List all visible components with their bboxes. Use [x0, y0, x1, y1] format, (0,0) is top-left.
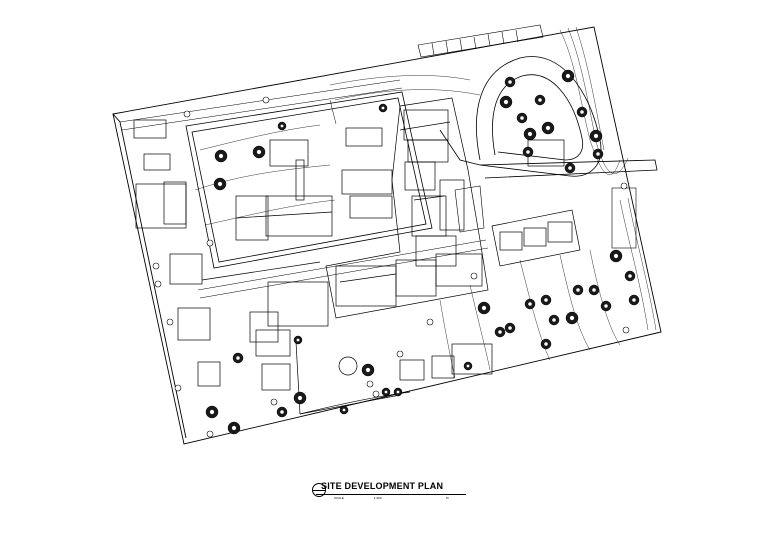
tree-trunk-mark	[593, 133, 599, 139]
tree-trunk-mark	[209, 409, 215, 415]
tree-trunk-mark	[280, 410, 284, 414]
site-markers	[152, 96, 630, 438]
tree-trunk-mark	[526, 150, 530, 154]
scale-label: SCALE	[334, 496, 344, 500]
tree-trunk-mark	[396, 390, 400, 394]
scale-unit: M	[446, 496, 449, 500]
tree-trunk-mark	[342, 408, 346, 412]
tree-trunk-mark	[503, 99, 509, 105]
courtyard-buildings	[235, 127, 383, 241]
main-courtyard	[185, 91, 433, 269]
tree-trunk-mark	[231, 425, 237, 431]
tree-trunk-mark	[596, 152, 600, 156]
title-marker-icon	[312, 483, 326, 497]
tree-trunk-mark	[528, 302, 532, 306]
walkways	[119, 79, 489, 299]
drawing-title-block: SITE DEVELOPMENT PLAN SCALE 1:400 M	[312, 481, 466, 503]
tree-trunk-mark	[384, 390, 388, 394]
tree-group	[205, 69, 640, 435]
tree-trunk-mark	[545, 125, 551, 131]
tree-trunk-mark	[280, 124, 284, 128]
tree-trunk-mark	[520, 116, 524, 120]
tree-trunk-mark	[498, 330, 502, 334]
contour-lines	[194, 26, 657, 379]
tree-trunk-mark	[217, 181, 223, 187]
tree-trunk-mark	[565, 73, 571, 79]
tree-trunk-mark	[604, 304, 608, 308]
east-parking	[454, 185, 637, 249]
tree-trunk-mark	[256, 149, 262, 155]
tree-trunk-mark	[613, 253, 619, 259]
top-parking-strip	[417, 24, 544, 58]
tree-trunk-mark	[552, 318, 556, 322]
tree-trunk-mark	[628, 274, 632, 278]
central-building	[325, 97, 489, 319]
tree-trunk-mark	[538, 98, 542, 102]
tree-trunk-mark	[218, 153, 224, 159]
tree-trunk-mark	[236, 356, 240, 360]
tree-trunk-mark	[568, 166, 572, 170]
tree-trunk-mark	[365, 367, 371, 373]
tree-trunk-mark	[466, 364, 470, 368]
south-structures	[295, 341, 493, 415]
tree-trunk-mark	[576, 288, 580, 292]
west-buildings	[133, 119, 329, 391]
tree-trunk-mark	[569, 315, 575, 321]
tree-trunk-mark	[544, 342, 548, 346]
tree-trunk-mark	[297, 395, 303, 401]
tree-trunk-mark	[544, 298, 548, 302]
tree-trunk-mark	[527, 131, 533, 137]
tree-trunk-mark	[381, 106, 385, 110]
tree-trunk-mark	[632, 298, 636, 302]
drawing-title: SITE DEVELOPMENT PLAN	[321, 481, 444, 491]
tree-trunk-mark	[592, 288, 596, 292]
tree-trunk-mark	[481, 305, 487, 311]
tree-trunk-mark	[296, 338, 300, 342]
title-underline	[316, 494, 466, 495]
tree-trunk-mark	[580, 110, 584, 114]
tree-trunk-mark	[508, 80, 512, 84]
east-wing	[491, 139, 581, 267]
road-loop	[439, 56, 658, 179]
tree-trunk-mark	[508, 326, 512, 330]
scale-value: 1:400	[374, 496, 382, 500]
